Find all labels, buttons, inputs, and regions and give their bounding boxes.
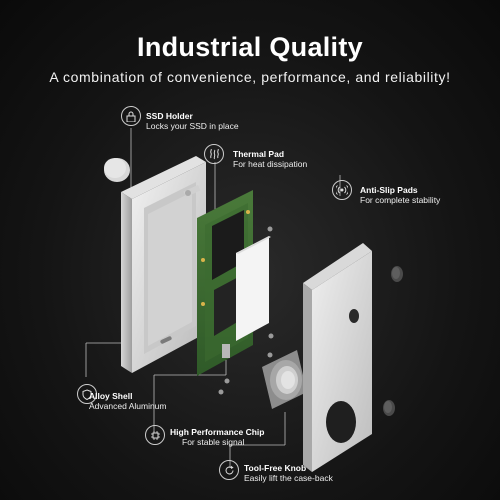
lock-icon <box>121 106 141 126</box>
callout-desc: For heat dissipation <box>233 159 308 169</box>
callout-desc: Advanced Aluminum <box>89 401 167 411</box>
callout-desc: For complete stability <box>360 195 441 205</box>
case-back-plate <box>303 243 372 472</box>
chip-icon <box>145 425 165 445</box>
alloy-shell-body <box>121 156 206 373</box>
anti-slip-pads-right <box>383 266 403 416</box>
callout-title: Thermal Pad <box>233 149 285 159</box>
callout-anti-slip-pads: Anti-Slip Pads For complete stability <box>360 185 440 205</box>
heat-waves-icon <box>204 144 224 164</box>
thermal-pad <box>236 236 271 341</box>
callout-ssd-holder: SSD Holder Locks your SSD in place <box>146 111 239 131</box>
callout-tool-free-knob: Tool-Free Knob Easily lift the case-back <box>244 463 333 483</box>
callout-desc: For stable signal <box>182 437 245 447</box>
tool-free-knob <box>262 350 307 409</box>
callout-title: High Performance Chip <box>170 427 265 437</box>
anti-slip-pad <box>104 158 130 182</box>
vibration-icon <box>332 180 352 200</box>
callout-title: SSD Holder <box>146 111 193 121</box>
callout-desc: Locks your SSD in place <box>146 121 239 131</box>
callout-high-performance-chip: High Performance Chip For stable signal <box>170 427 264 447</box>
page-subtitle: A combination of convenience, performanc… <box>49 69 451 85</box>
rotate-icon <box>219 460 239 480</box>
callout-title: Tool-Free Knob <box>244 463 307 473</box>
callout-thermal-pad: Thermal Pad For heat dissipation <box>233 149 307 169</box>
page-title: Industrial Quality <box>137 32 363 62</box>
callout-title: Alloy Shell <box>89 391 133 401</box>
callout-desc: Easily lift the case-back <box>244 473 333 483</box>
callout-alloy-shell: Alloy Shell Advanced Aluminum <box>89 391 167 411</box>
ssd-holder-screw <box>183 184 201 198</box>
shield-icon <box>77 384 97 404</box>
callout-title: Anti-Slip Pads <box>360 185 418 195</box>
